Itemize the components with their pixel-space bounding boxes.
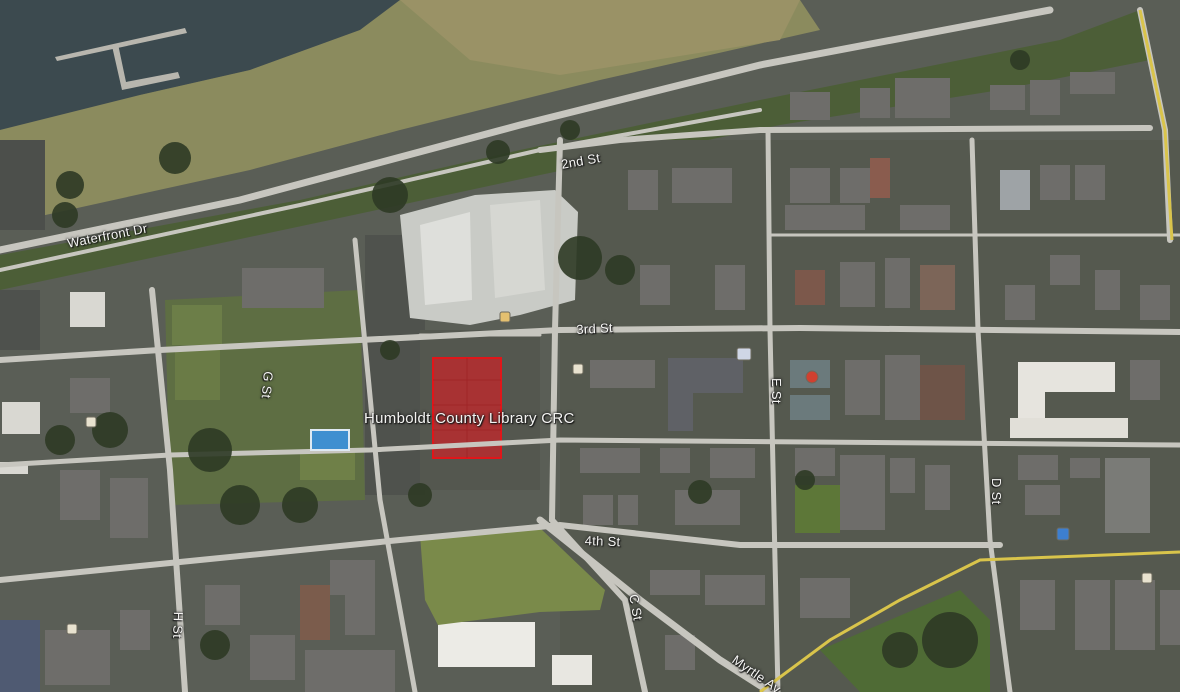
- bay-water: [0, 0, 400, 130]
- library-label[interactable]: Humboldt County Library CRC: [364, 410, 575, 427]
- pier: [55, 28, 187, 61]
- street-label-4th: 4th St: [584, 533, 621, 550]
- street-label-h: H St: [170, 611, 186, 639]
- street-label-e: E St: [769, 378, 784, 404]
- pool: [310, 429, 350, 451]
- street-label-g: G St: [258, 370, 276, 400]
- street-label-3rd: 3rd St: [576, 320, 614, 337]
- white-building-2: [438, 622, 535, 667]
- vacant-lot: [420, 528, 605, 625]
- white-building: [1018, 362, 1115, 418]
- street-label-d: D St: [989, 478, 1004, 505]
